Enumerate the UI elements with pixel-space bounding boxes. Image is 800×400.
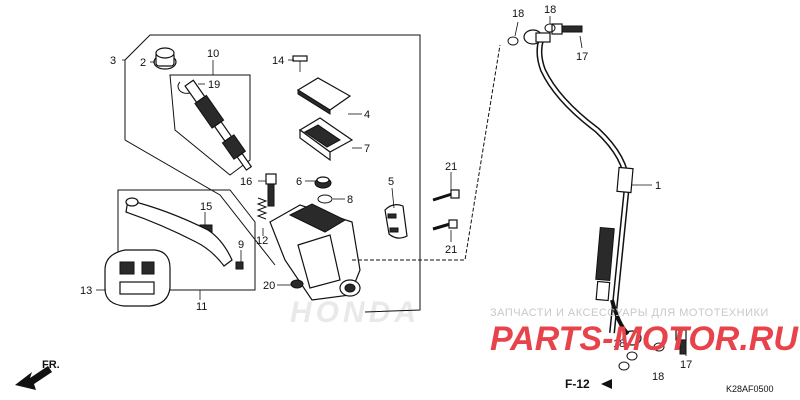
honda-watermark-logo: HONDA (290, 296, 420, 329)
callout-10: 10 (207, 48, 219, 60)
callout-18-b: 18 (544, 4, 556, 16)
leader-lines (96, 16, 687, 356)
assembly-frame-3 (124, 34, 421, 313)
part-4-reservoir-cover (296, 77, 352, 115)
watermark-logo: PARTS-MOTOR.RU (490, 320, 799, 358)
callout-21-upper: 21 (445, 161, 457, 173)
part-2-cap (153, 47, 177, 70)
callout-17-lower: 17 (680, 359, 692, 371)
callout-5: 5 (388, 176, 394, 188)
callout-18-d: 18 (652, 371, 664, 383)
upper-banjo-fitting (523, 29, 551, 45)
part-18-washer-5 (618, 361, 630, 371)
callout-6: 6 (296, 176, 302, 188)
diagram-code: K28AF0500 (726, 384, 774, 394)
front-direction-arrow: FR. (15, 359, 60, 390)
callout-9: 9 (238, 239, 244, 251)
part-1-brake-hose (536, 39, 634, 334)
part-21-bolt-upper (432, 189, 460, 202)
part-21-bolt-lower (432, 219, 458, 231)
callout-12: 12 (256, 235, 268, 247)
callout-17-upper: 17 (576, 51, 588, 63)
pushrod-frame-10 (169, 74, 251, 176)
part-18-washer-3 (626, 351, 638, 361)
part-18-washer-4 (653, 342, 665, 352)
callout-16: 16 (240, 176, 252, 188)
part-16-pivot-bolt (265, 173, 277, 207)
part-8-oring (317, 194, 333, 204)
callout-3: 3 (110, 55, 116, 67)
part-10-piston-set (184, 79, 253, 171)
callout-13: 13 (80, 285, 92, 297)
callout-1: 1 (655, 180, 661, 192)
callout-21-lower: 21 (445, 244, 457, 256)
callout-20: 20 (263, 280, 275, 292)
callout-2: 2 (140, 57, 146, 69)
master-cylinder-body (269, 203, 361, 301)
brake-lever (125, 197, 233, 267)
callout-8: 8 (347, 194, 353, 206)
hose-link-line (352, 44, 501, 261)
part-20-cap (290, 279, 304, 289)
part-9-screw (235, 261, 244, 270)
part-7-diaphragm (298, 117, 354, 162)
watermark-caption: ЗАПЧАСТИ И АКСЕССУАРЫ ДЛЯ МОТОТЕХНИКИ (490, 307, 769, 319)
callout-19: 19 (208, 79, 220, 91)
callout-7: 7 (364, 143, 370, 155)
callout-14: 14 (272, 55, 284, 67)
callout-18-c: 18 (613, 338, 625, 350)
callout-15: 15 (200, 201, 212, 213)
part-5-holder (384, 204, 408, 239)
front-arrow-label: FR. (42, 359, 60, 371)
callout-18-a: 18 (512, 8, 524, 20)
part-12-spring (256, 197, 268, 220)
part-18-washer-1 (507, 36, 519, 46)
callout-11: 11 (196, 301, 207, 313)
part-14-screw (292, 55, 308, 72)
callout-4: 4 (364, 109, 370, 121)
part-6-grommet (314, 176, 332, 189)
reference-arrow-icon (601, 379, 612, 389)
part-17-banjo-bolt-upper (551, 23, 583, 35)
part-17-banjo-bolt-lower (675, 329, 687, 355)
lower-banjo-fitting (610, 299, 642, 346)
reference-label: F-12 (565, 377, 590, 391)
part-13-lever-cover (104, 249, 171, 307)
